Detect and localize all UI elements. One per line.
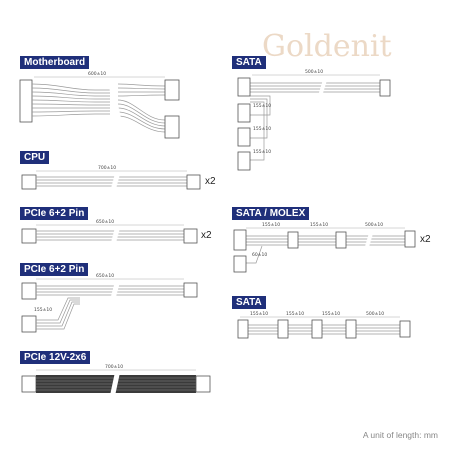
sata-molex-connector-1 [233,229,247,251]
sata-molex-dim-4: 60±10 [252,252,267,258]
sata1-dim-3: 155±10 [253,149,271,155]
sata2-connector-4 [345,319,357,339]
pcie-6-2-cable-diagram-2: 650±10 155±10 [21,273,198,333]
sata-molex-connector-4 [335,231,347,249]
motherboard-connector-b [164,115,180,139]
sata2-connector-1 [237,319,249,339]
sata1-dim-2: 155±10 [253,126,271,132]
pcie2-connector-bottom [21,315,37,333]
sata1-connector-1 [237,77,251,97]
sata-molex-dim-1: 155±10 [262,222,280,228]
pcie-6-2-cable-diagram-1: 650±10 [21,219,198,249]
cpu-label: CPU [20,151,50,164]
motherboard-dim-label: 600±10 [88,71,106,77]
cpu-multiplier: x2 [205,176,216,187]
sata2-dim-3: 155±10 [322,311,340,317]
pcie-6-2-label-1: PCIe 6+2 Pin [20,207,89,220]
sata-molex-multiplier: x2 [420,234,431,245]
sata-label-1: SATA [232,56,266,69]
pcie1-connector-left [21,228,37,244]
pcie2-dim-label: 650±10 [96,273,114,279]
watermark-text: Goldenit [262,29,392,64]
cpu-connector-right [186,174,201,190]
pcie2-connector-top [21,282,37,300]
pcie2-connector-right [183,282,198,298]
sata1-dim-1: 155±10 [253,103,271,109]
sata2-dim-4: 500±10 [366,311,384,317]
pcie-12v-2x6-cable-diagram: 700±10 [21,364,211,399]
sata2-dim-1: 155±10 [250,311,268,317]
cpu-dim-label: 700±10 [98,165,116,171]
pcie-6-2-label-2: PCIe 6+2 Pin [20,263,89,276]
sata-molex-connector-end [404,230,416,248]
sata-molex-connector-2 [233,255,247,273]
sata2-connector-3 [311,319,323,339]
cpu-connector-left [21,174,37,190]
sata2-connector-2 [277,319,289,339]
sata-molex-label: SATA / MOLEX [232,207,310,220]
pcie-12v-2x6-label: PCIe 12V-2x6 [20,351,91,364]
pcie12v-connector-right [195,375,211,393]
sata-molex-cable-diagram: 155±10 155±10 500±10 60±10 [233,222,416,273]
sata2-dim-2: 155±10 [286,311,304,317]
motherboard-cable-diagram: 600±10 [19,71,180,139]
sata1-dim-main: 500±10 [305,69,323,75]
motherboard-24pin-connector [19,79,33,123]
motherboard-connector-a [164,79,180,101]
pcie1-multiplier: x2 [201,230,212,241]
sata-molex-connector-3 [287,231,299,249]
sata-cable-diagram-1: 500±10 155±10 155±10 155±10 [237,69,391,171]
sata-label-2: SATA [232,296,266,309]
pcie12v-dim-label: 700±10 [105,364,123,370]
sata1-connector-3 [237,127,251,147]
pcie12v-connector-left [21,375,37,393]
sata1-connector-4 [237,151,251,171]
pcie2-branch-dim-label: 155±10 [34,307,52,313]
cpu-cable-diagram: 700±10 [21,165,201,195]
sata-molex-dim-2: 155±10 [310,222,328,228]
sata2-connector-end [399,320,411,338]
sata1-connector-2 [237,103,251,123]
unit-footnote: A unit of length: mm [362,430,438,440]
motherboard-label: Motherboard [20,56,90,69]
pcie1-connector-right [183,228,198,244]
sata-molex-dim-3: 500±10 [365,222,383,228]
sata1-connector-end [379,79,391,97]
pcie1-dim-label: 650±10 [96,219,114,225]
sata-cable-diagram-2: 155±10 155±10 155±10 500±10 [237,311,411,339]
